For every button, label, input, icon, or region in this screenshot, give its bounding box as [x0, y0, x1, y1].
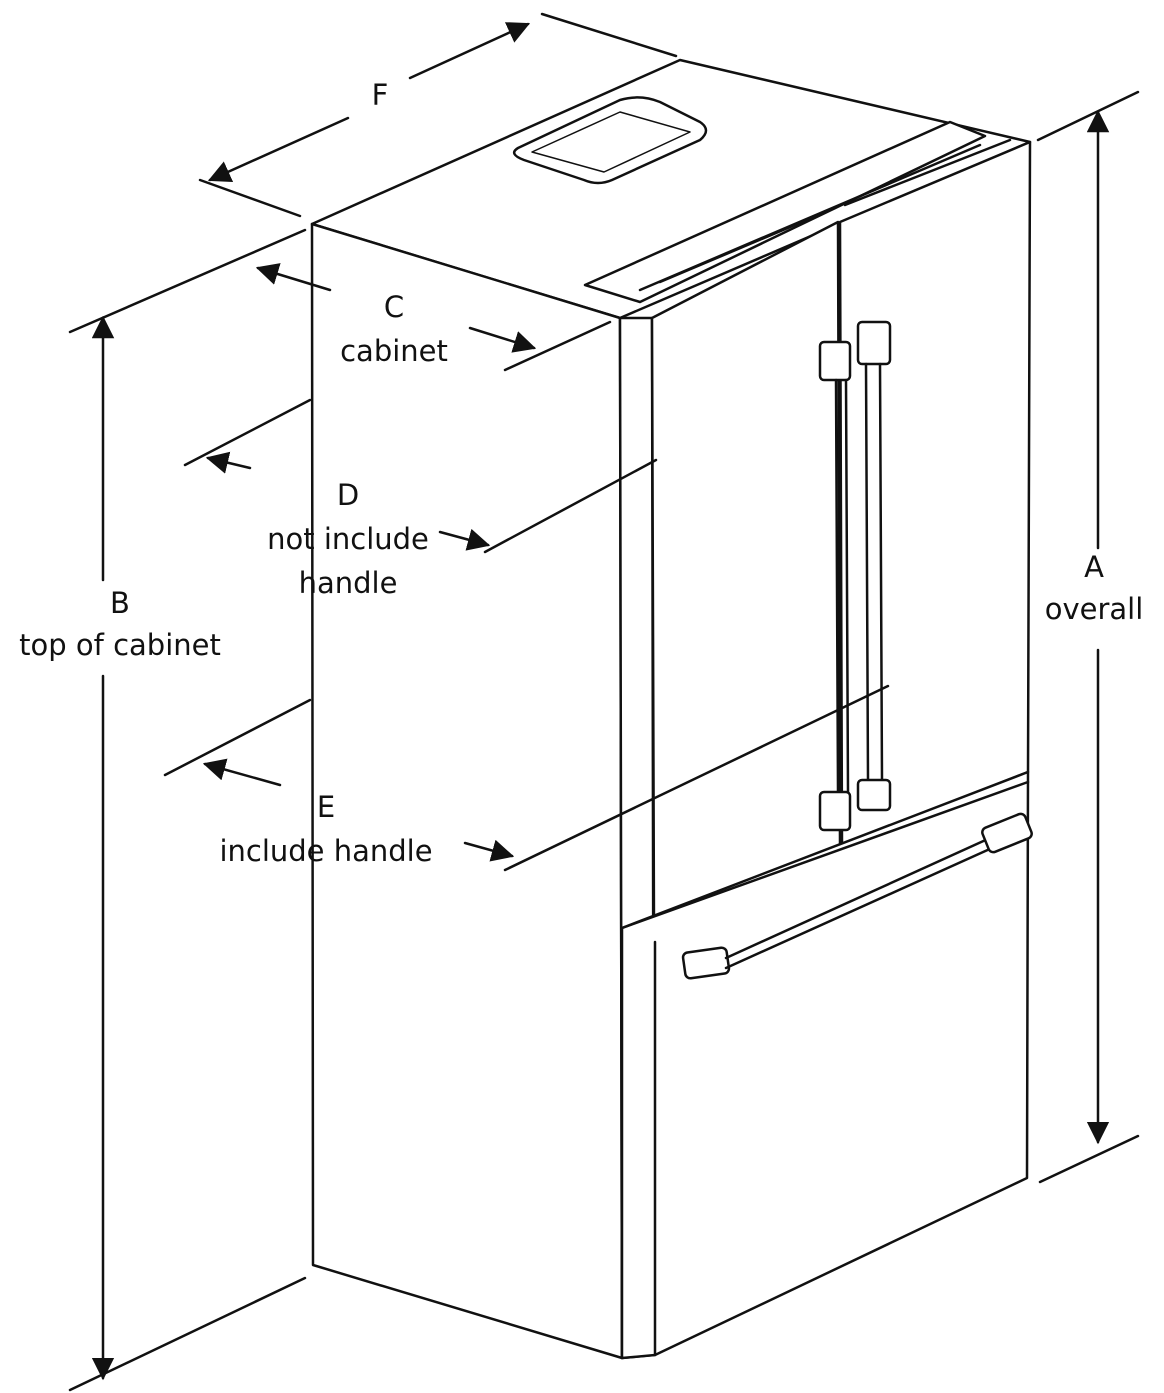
drawer-top-seam: [620, 780, 1030, 930]
label-a-letter: A: [1084, 550, 1104, 584]
label-f: F: [368, 78, 393, 112]
door-top-trim-right: [843, 138, 1012, 207]
dimension-f-lines: [198, 12, 678, 218]
top-vent-inner: [531, 111, 691, 173]
label-c-letter: C: [383, 290, 405, 324]
top-vent: [512, 96, 708, 185]
left-door-handle: [818, 340, 852, 832]
label-e-letter: E: [316, 790, 336, 824]
label-d-caption-line2: handle: [298, 566, 398, 600]
label-b: B top of cabinet: [15, 586, 225, 662]
refrigerator: [310, 58, 1033, 1360]
dimension-e-lines: [163, 684, 890, 872]
right-door-handle: [856, 320, 892, 812]
hinge-plate: [583, 120, 987, 304]
dimension-lines: [68, 12, 1140, 1392]
label-d: D not include handle: [263, 478, 433, 600]
label-e: E include handle: [215, 790, 436, 868]
label-e-caption: include handle: [219, 834, 433, 868]
dimension-b-lines: [68, 228, 307, 1392]
label-b-caption: top of cabinet: [19, 628, 221, 662]
label-a: A overall: [1040, 550, 1148, 626]
door-top-trim-left: [658, 206, 837, 284]
freezer-drawer: [620, 770, 1030, 1360]
label-d-caption-line1: not include: [267, 522, 429, 556]
dimension-c-lines: [255, 263, 612, 372]
label-a-caption: overall: [1044, 592, 1144, 626]
freezer-handle: [681, 812, 1033, 980]
dimension-a-lines: [1036, 90, 1140, 1184]
label-b-letter: B: [110, 586, 130, 620]
label-f-letter: F: [371, 78, 389, 112]
dimension-d-lines: [183, 398, 658, 554]
label-c-caption: cabinet: [340, 334, 448, 368]
label-c: C cabinet: [336, 290, 452, 368]
label-d-letter: D: [336, 478, 360, 512]
left-french-door: [650, 220, 842, 930]
